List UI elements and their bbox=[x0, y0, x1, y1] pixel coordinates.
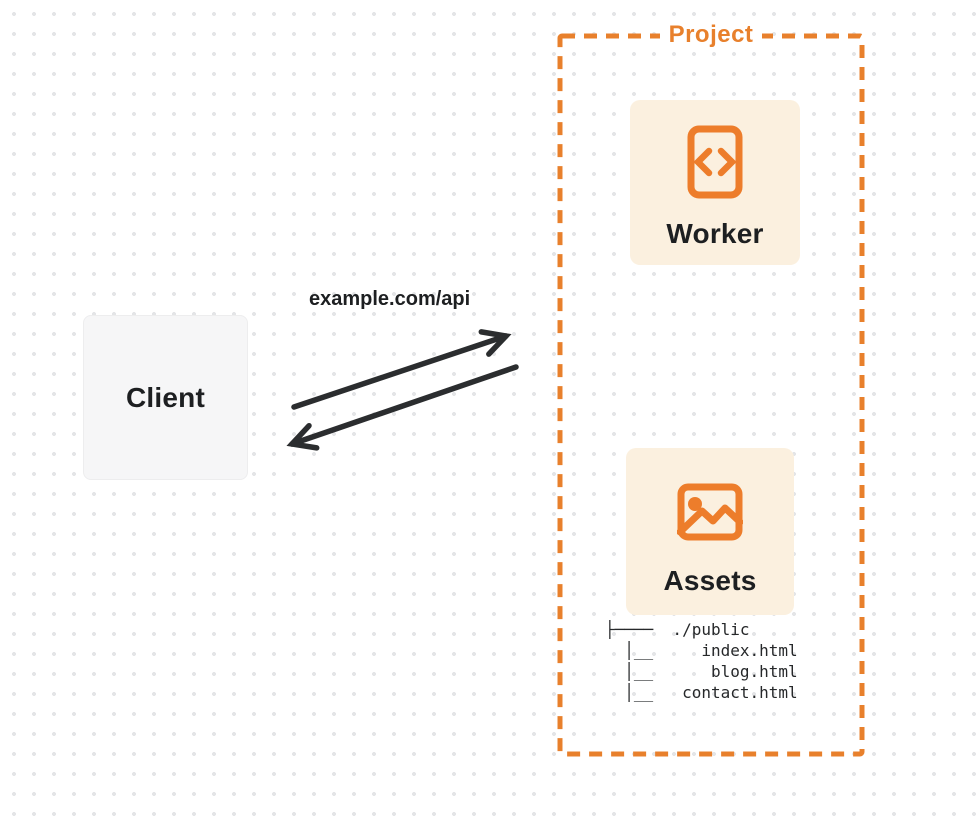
code-file-icon bbox=[687, 125, 743, 199]
assets-file-tree: ├──── ./public │__ index.html │__ blog.h… bbox=[605, 619, 798, 703]
file-tree-item: │__ contact.html bbox=[605, 683, 798, 702]
file-tree-root: ├──── ./public bbox=[605, 620, 750, 639]
response-arrow bbox=[286, 364, 519, 451]
assets-node: Assets bbox=[626, 448, 794, 615]
file-tree-item: │__ index.html bbox=[605, 641, 798, 660]
client-node: Client bbox=[83, 315, 248, 480]
worker-label: Worker bbox=[666, 218, 764, 249]
image-icon bbox=[677, 483, 743, 541]
assets-label: Assets bbox=[663, 565, 757, 596]
project-label: Project bbox=[560, 21, 862, 49]
worker-node: Worker bbox=[630, 100, 800, 265]
file-tree-item: │__ blog.html bbox=[605, 662, 798, 681]
request-url-label: example.com/api bbox=[309, 288, 471, 310]
client-label: Client bbox=[126, 381, 205, 413]
project-label-text: Project bbox=[659, 21, 763, 49]
request-arrow bbox=[291, 329, 512, 410]
